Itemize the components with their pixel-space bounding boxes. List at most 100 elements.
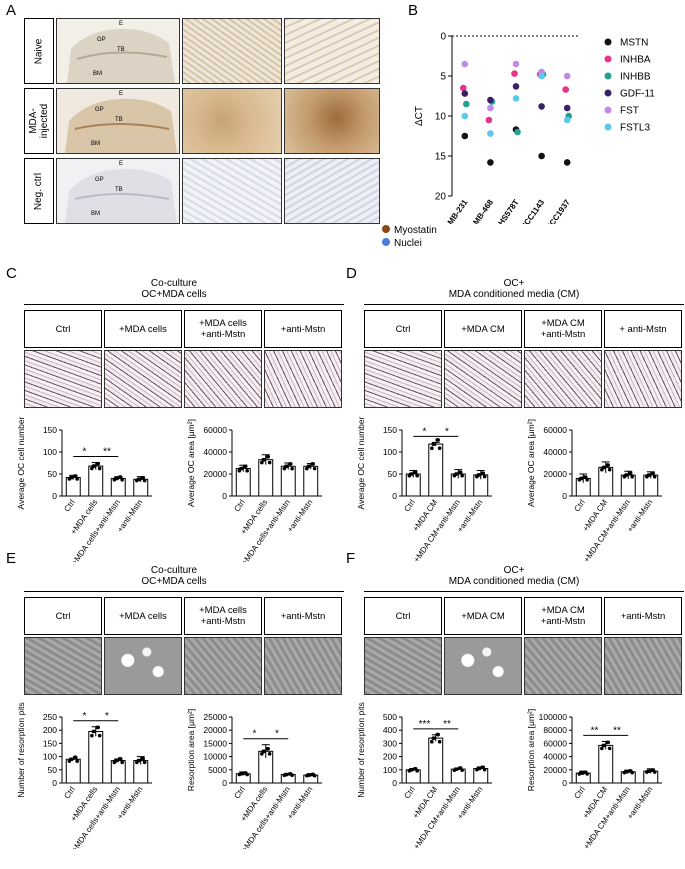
condition-label-box: +MDA CM xyxy=(444,310,522,348)
data-point xyxy=(607,467,612,472)
condition-label-box: +MDA cells +anti-Mstn xyxy=(184,597,262,635)
data-point xyxy=(606,463,610,467)
data-point xyxy=(461,112,469,120)
data-point xyxy=(630,474,634,479)
y-axis-label: Average OC area [μm²] xyxy=(526,419,536,507)
data-point xyxy=(487,159,494,166)
y-tick-label: 80000 xyxy=(543,725,567,735)
myostatin-stain-mda-high xyxy=(284,88,380,154)
y-axis-label: Average OC area [μm²] xyxy=(186,419,196,507)
condition-label-box: + anti-Mstn xyxy=(604,310,682,348)
panel-header-line2: MDA conditioned media (CM) xyxy=(448,576,580,587)
data-point xyxy=(437,739,442,744)
data-point xyxy=(306,773,311,777)
data-point xyxy=(142,760,147,765)
x-tick-label: Ctrl xyxy=(62,785,77,801)
data-point xyxy=(628,471,633,476)
panel-header-line2: OC+MDA cells xyxy=(141,289,207,300)
micrograph-tile xyxy=(604,637,682,695)
y-tick-label: 50 xyxy=(48,765,58,775)
bone-overview-mda: E GP TB BM xyxy=(56,88,180,154)
data-point xyxy=(461,90,469,97)
y-tick-label: 500 xyxy=(383,712,397,722)
condition-label-box: +MDA cells +anti-Mstn xyxy=(184,310,262,348)
data-point xyxy=(288,772,293,776)
legend-label: FSTL3 xyxy=(620,123,650,134)
y-axis-label: Number of resorption pits xyxy=(16,702,26,797)
bar xyxy=(428,443,444,497)
data-point xyxy=(624,769,628,774)
data-point xyxy=(487,130,494,137)
x-tick-label: HCC1937 xyxy=(544,198,572,224)
data-point xyxy=(454,472,458,476)
data-point xyxy=(120,760,124,765)
panel-label-d: D xyxy=(346,265,357,282)
data-point xyxy=(415,473,419,478)
data-point xyxy=(512,95,520,102)
data-point xyxy=(409,472,413,476)
data-point xyxy=(266,746,270,751)
data-point xyxy=(601,743,606,748)
data-point xyxy=(583,770,588,775)
panel-label-e: E xyxy=(6,550,17,567)
data-point xyxy=(600,746,604,751)
data-point xyxy=(260,460,264,465)
y-tick-label: 100 xyxy=(43,752,57,762)
data-point xyxy=(538,103,545,110)
significance-label: *** xyxy=(419,719,431,730)
condition-label-box: +MDA cells xyxy=(104,310,182,348)
panel-label-b: B xyxy=(408,2,419,19)
bar xyxy=(65,758,81,784)
data-point xyxy=(563,72,571,80)
condition-label-box: +anti-Mstn xyxy=(264,310,342,348)
data-point xyxy=(460,84,467,92)
data-point xyxy=(624,473,628,477)
y-tick-label: 15 xyxy=(435,152,447,163)
panel-header-line1: OC+ xyxy=(503,565,525,576)
x-tick-label: Ctrl xyxy=(62,498,77,514)
data-point xyxy=(141,756,145,761)
data-point xyxy=(141,476,145,480)
legend-label: INHBA xyxy=(620,55,651,66)
micrograph-tile xyxy=(264,637,342,695)
data-point xyxy=(476,473,481,477)
data-point xyxy=(481,471,485,475)
micrograph-tile xyxy=(444,350,522,408)
y-tick-label: 10000 xyxy=(203,752,227,762)
x-tick-label: Ctrl xyxy=(572,498,587,514)
y-tick-label: 20000 xyxy=(543,469,567,479)
micrograph-tile xyxy=(184,637,262,695)
data-point xyxy=(487,96,494,104)
data-point xyxy=(413,470,418,475)
y-tick-label: 10 xyxy=(435,112,447,123)
data-point xyxy=(114,758,118,763)
y-tick-label: 15000 xyxy=(203,738,227,748)
y-axis-label: Resorption area [μm²] xyxy=(186,709,196,791)
y-tick-label: 50 xyxy=(48,469,58,479)
condition-label-box: Ctrl xyxy=(364,310,442,348)
data-point xyxy=(512,83,520,90)
data-point xyxy=(514,128,521,136)
micrograph-tile xyxy=(604,350,682,408)
data-point xyxy=(562,86,569,93)
condition-label-box: +MDA CM xyxy=(444,597,522,635)
legend-myostatin: Myostatin xyxy=(382,224,437,237)
data-point xyxy=(583,475,588,479)
data-point xyxy=(430,446,434,451)
data-point xyxy=(563,159,571,166)
y-tick-label: 0 xyxy=(52,491,57,501)
data-point xyxy=(75,759,79,763)
x-tick-label: Ctrl xyxy=(572,785,587,801)
significance-label: ** xyxy=(613,725,621,736)
legend-marker xyxy=(604,89,612,97)
data-point xyxy=(261,457,266,462)
micrograph-tile xyxy=(444,637,522,695)
y-tick-label: 40000 xyxy=(543,447,567,457)
